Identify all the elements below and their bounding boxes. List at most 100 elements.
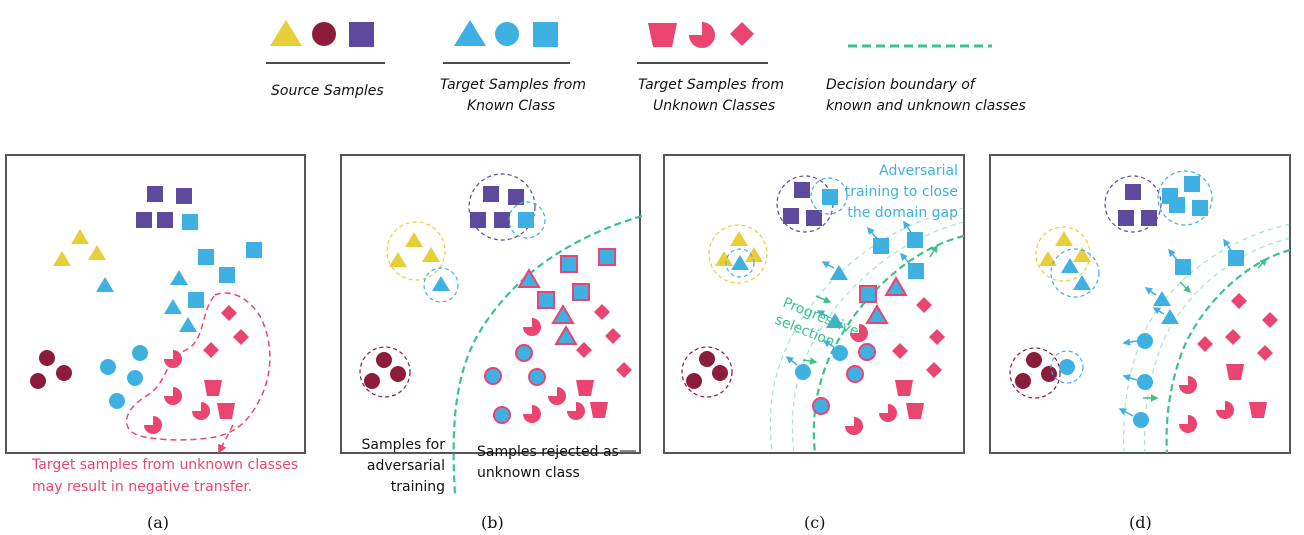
blue-circle	[795, 364, 811, 380]
maroon-cluster-ring	[1009, 347, 1061, 399]
legend-target-known-label-1: Target Samples from	[440, 77, 586, 93]
blue-circle	[109, 393, 125, 409]
blue-square	[908, 263, 924, 279]
selection-arrow	[1179, 281, 1192, 294]
yellow-triangle	[405, 232, 423, 247]
rejected-blue-circle	[515, 344, 533, 362]
blue-triangle	[170, 270, 188, 285]
pending-blue-circle	[812, 397, 830, 415]
maroon-circle	[699, 351, 715, 367]
blue-cluster-ring	[508, 201, 546, 239]
rejected-blue-square	[537, 291, 555, 309]
previous-boundary	[1123, 223, 1291, 454]
pink-pacman	[164, 387, 182, 405]
blue-square	[1169, 197, 1185, 213]
maroon-circle	[1041, 366, 1057, 382]
adaptation-arrow	[822, 340, 835, 348]
maroon-circle-icon	[312, 22, 336, 46]
blue-circle-icon	[495, 22, 519, 46]
pointer-arrow	[218, 424, 234, 454]
pink-pacman	[523, 318, 541, 336]
blue-square	[246, 242, 262, 258]
panel-c: Adversarial training to close the domain…	[663, 154, 965, 532]
purple-square	[157, 212, 173, 228]
blue-triangle	[1061, 258, 1079, 273]
pink-diamond	[929, 329, 945, 345]
blue-triangle	[826, 313, 844, 328]
blue-square	[182, 214, 198, 230]
maroon-circle	[390, 366, 406, 382]
blue-square	[1192, 200, 1208, 216]
yellow-triangle	[53, 251, 71, 266]
panel-b: Samples for adversarial training Samples…	[340, 154, 643, 532]
pink-pacman-icon	[689, 22, 715, 48]
purple-square-icon	[349, 22, 374, 47]
pink-diamond	[616, 362, 632, 378]
caption-d: (d)	[1129, 513, 1152, 532]
blue-triangle	[830, 265, 848, 280]
blue-square	[873, 238, 889, 254]
pending-blue-triangle	[884, 276, 908, 296]
purple-cluster-ring	[1104, 175, 1162, 233]
selection-arrow	[929, 244, 938, 258]
rejected-blue-circle	[484, 367, 502, 385]
adaptation-arrow	[1122, 338, 1138, 346]
pending-blue-square	[859, 285, 877, 303]
selection-arrow	[802, 357, 818, 365]
legend-target-known-label-2: Known Class	[467, 98, 555, 114]
pink-diamond	[892, 343, 908, 359]
maroon-circle	[364, 373, 380, 389]
maroon-circle	[712, 365, 728, 381]
blue-circle	[132, 345, 148, 361]
legend-target-unknown-label-1: Target Samples from	[638, 77, 784, 93]
blue-triangle-icon	[454, 20, 486, 46]
yellow-cluster-ring	[386, 221, 446, 281]
rejected-blue-circle	[528, 368, 546, 386]
yellow-triangle	[71, 229, 89, 244]
purple-square	[1118, 210, 1134, 226]
maroon-circle	[686, 373, 702, 389]
blue-circle	[1137, 333, 1153, 349]
rejected-blue-square	[598, 248, 616, 266]
blue-cluster-ring	[810, 177, 848, 215]
maroon-cluster-ring	[359, 346, 411, 398]
purple-cluster-ring	[468, 173, 536, 241]
blue-circle	[1137, 374, 1153, 390]
blue-triangle	[179, 317, 197, 332]
pink-trapezoid	[217, 403, 235, 419]
adversarial-training-note-2: training to close	[845, 184, 958, 200]
blue-cluster-ring	[423, 267, 459, 303]
pink-diamond	[916, 297, 932, 313]
pink-diamond	[203, 342, 219, 358]
selection-arrow	[815, 295, 832, 304]
legend-source-label: Source Samples	[271, 83, 384, 99]
purple-square	[136, 212, 152, 228]
rejected-blue-triangle	[551, 304, 575, 324]
panel-d: (d)	[989, 154, 1291, 532]
pink-pacman	[1179, 376, 1197, 394]
rejected-samples-note-2: unknown class	[477, 465, 580, 481]
blue-square	[907, 232, 923, 248]
caption-b: (b)	[481, 513, 504, 532]
legend-boundary-label-2: known and unknown classes	[826, 98, 1026, 114]
purple-square	[783, 208, 799, 224]
adaptation-arrow	[903, 220, 913, 235]
legend: Source Samples Target Samples from Known…	[266, 20, 1026, 114]
pink-diamond	[1257, 345, 1273, 361]
pink-pacman	[879, 404, 897, 422]
rejected-samples-note-1: Samples rejected as	[477, 444, 619, 460]
adaptation-arrow	[899, 252, 911, 265]
blue-cluster-ring	[1050, 248, 1100, 298]
rejected-blue-circle	[493, 406, 511, 424]
pink-trapezoid	[590, 402, 608, 418]
pink-trapezoid	[1226, 364, 1244, 380]
blue-square	[188, 292, 204, 308]
pink-pacman	[144, 416, 162, 434]
yellow-triangle	[715, 251, 733, 266]
legend-source: Source Samples	[266, 20, 385, 99]
pink-diamond	[576, 342, 592, 358]
pink-pacman	[523, 405, 541, 423]
blue-triangle	[432, 276, 450, 291]
pink-trapezoid	[906, 403, 924, 419]
